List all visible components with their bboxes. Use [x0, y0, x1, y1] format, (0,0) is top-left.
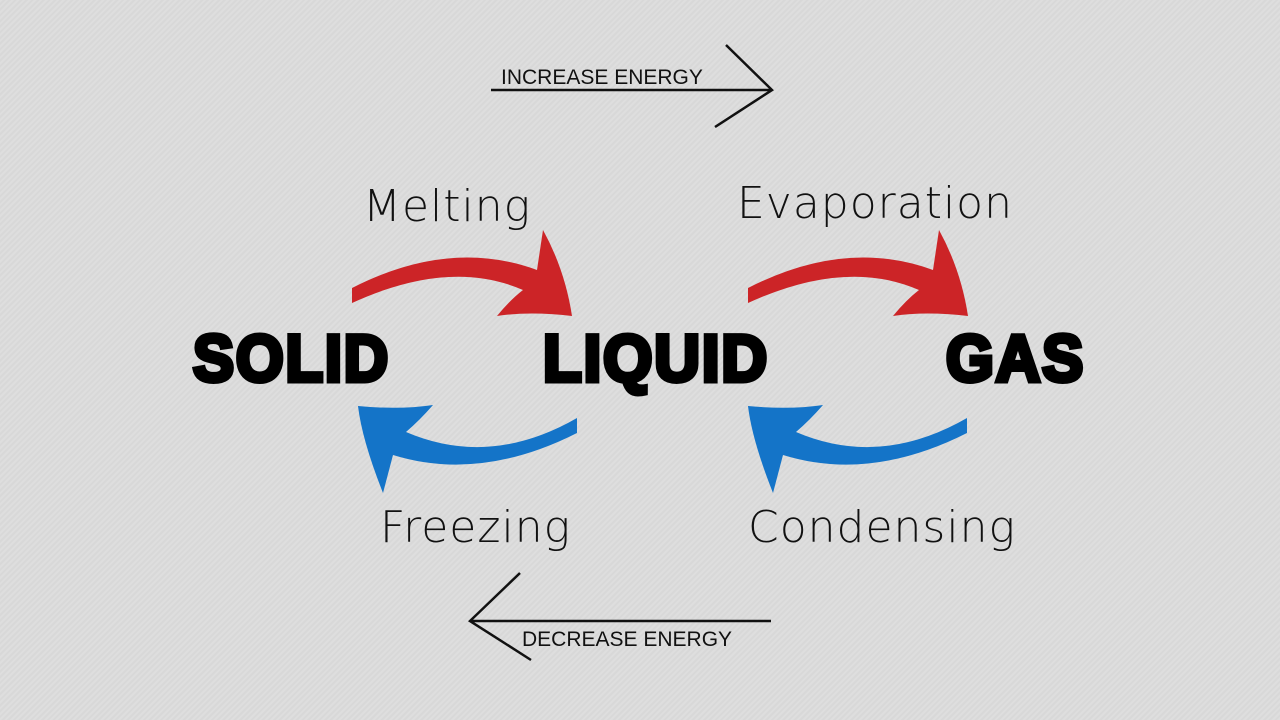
- condensing-label: Condensing: [748, 502, 1016, 553]
- evaporation-label: Evaporation: [737, 178, 1013, 229]
- freezing-label: Freezing: [380, 502, 571, 553]
- decrease-energy-arrow: DECREASE ENERGY: [467, 572, 771, 662]
- state-solid: SOLID: [193, 321, 390, 395]
- state-gas: GAS: [946, 321, 1085, 395]
- melting-label: Melting: [363, 181, 531, 232]
- state-liquid: LIQUID: [543, 321, 769, 395]
- decrease-energy-label: DECREASE ENERGY: [522, 628, 732, 651]
- evaporation-arrow: [748, 230, 968, 316]
- freezing-arrow: [358, 405, 577, 493]
- condensing-arrow: [748, 405, 967, 493]
- increase-energy-label: INCREASE ENERGY: [501, 66, 703, 89]
- melting-arrow: [352, 230, 572, 316]
- increase-energy-arrow: INCREASE ENERGY: [491, 44, 774, 129]
